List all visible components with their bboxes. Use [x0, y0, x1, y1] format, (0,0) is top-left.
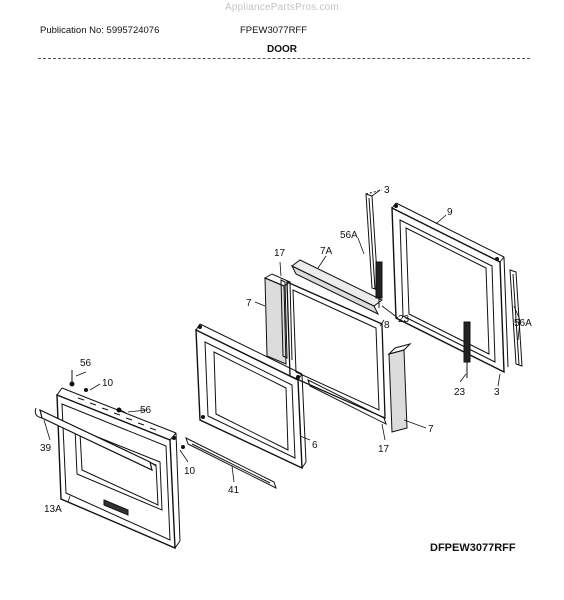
callout-23-top: 23: [398, 314, 410, 325]
callout-56a-left: 56A: [340, 230, 358, 241]
publication-number: Publication No: 5995724076: [40, 25, 160, 36]
diagram-code: DFPEW3077RFF: [430, 542, 516, 554]
header-divider: [38, 58, 530, 59]
glass-spacer-lower: [307, 379, 387, 425]
callout-13a: 13A: [44, 504, 62, 515]
screw-hardware: [69, 370, 185, 449]
bottom-trim-strip: [185, 437, 277, 489]
inner-door-liner: [391, 202, 509, 374]
callout-17-top: 17: [274, 248, 286, 259]
hinge-channel-right: [509, 269, 523, 367]
insulation-strip-top: [290, 259, 383, 316]
door-hinge-right: [463, 321, 471, 378]
insulation-pad-left: [263, 273, 293, 365]
callout-9: 9: [447, 207, 453, 218]
callout-56a-right: 56A: [514, 318, 532, 329]
callout-3-top: 3: [384, 185, 390, 196]
door-glass-panel: [286, 280, 386, 420]
callout-7-left: 7: [246, 298, 252, 309]
outer-door-panel: [56, 387, 181, 550]
model-number: FPEW3077RFF: [240, 25, 308, 36]
door-hinge-left: [375, 261, 383, 308]
callout-10-bottom: 10: [184, 466, 196, 477]
callout-3-bottom: 3: [494, 387, 500, 398]
door-handle: [34, 407, 157, 472]
callout-8: 8: [384, 320, 390, 331]
callout-56-right: 56: [140, 405, 152, 416]
door-inner-frame: [195, 323, 307, 470]
callout-10-top: 10: [102, 378, 114, 389]
glass-spacer-left: [280, 279, 288, 359]
insulation-pad-right: [387, 343, 412, 433]
callout-6: 6: [312, 440, 318, 451]
callout-41: 41: [228, 485, 240, 496]
section-title: DOOR: [267, 44, 297, 55]
leader-lines: [43, 189, 521, 503]
callout-17-bottom: 17: [378, 444, 390, 455]
callout-39: 39: [40, 443, 52, 454]
callout-23-bottom: 23: [454, 387, 466, 398]
callout-7-right: 7: [428, 424, 434, 435]
callout-56-left: 56: [80, 358, 92, 369]
callout-7a: 7A: [320, 246, 333, 257]
watermark: AppliancePartsPros.com: [225, 2, 339, 13]
